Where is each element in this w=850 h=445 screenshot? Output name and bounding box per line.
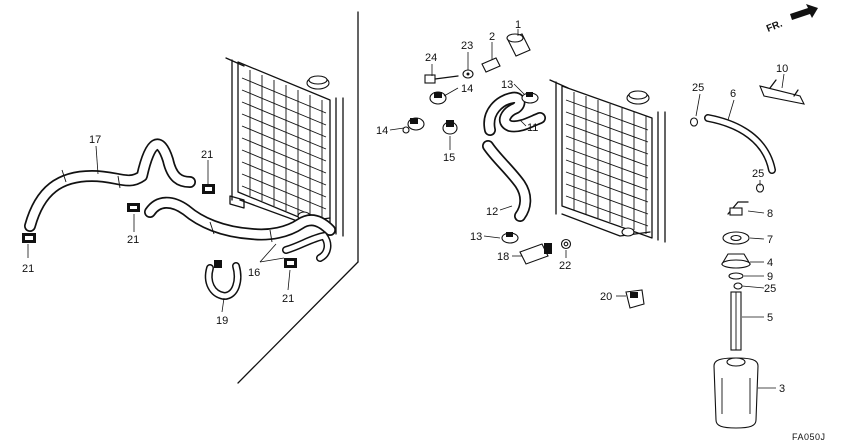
tube-5 [730, 291, 742, 351]
callout-labels: 1 2 23 24 13 14 14 15 11 12 13 18 22 20 … [22, 18, 826, 442]
callout-22: 22 [559, 260, 571, 272]
hose-16-small [282, 231, 332, 262]
clamp-15 [442, 120, 458, 135]
clamp-13-b [501, 232, 519, 244]
front-direction-arrow-icon [790, 4, 818, 20]
clamp-21-a [22, 233, 36, 243]
part-1 [506, 33, 531, 57]
part-2 [481, 57, 501, 73]
leader-lines [27, 29, 785, 389]
callout-12: 12 [486, 206, 498, 218]
reservoir-tank-3 [713, 357, 759, 429]
callout-7: 7 [767, 234, 773, 246]
callout-25-a: 25 [692, 82, 704, 94]
callout-25-c: 25 [764, 283, 776, 295]
callout-20: 20 [600, 291, 612, 303]
callout-1: 1 [515, 19, 521, 31]
clamp-14-b [402, 117, 425, 134]
callout-8: 8 [767, 208, 773, 220]
cap-4 [721, 253, 751, 269]
callout-25-b: 25 [752, 168, 764, 180]
callout-21-d: 21 [282, 293, 294, 305]
callout-15: 15 [443, 152, 455, 164]
callout-21-c: 21 [201, 149, 213, 161]
washer-23 [462, 69, 474, 79]
callout-13-a: 13 [501, 79, 513, 91]
callout-10: 10 [776, 63, 788, 75]
clip-25-c [733, 282, 743, 290]
callout-16: 16 [248, 267, 260, 279]
holder-20 [625, 289, 645, 309]
hose-12 [482, 140, 532, 222]
clamp-13-a [521, 92, 539, 104]
callout-9: 9 [767, 271, 773, 283]
callout-23: 23 [461, 40, 473, 52]
pipe-8 [727, 201, 749, 216]
callout-5: 5 [767, 312, 773, 324]
callout-18: 18 [497, 251, 509, 263]
callout-14-b: 14 [376, 125, 388, 137]
callout-13-b: 13 [470, 231, 482, 243]
hose-17 [24, 138, 196, 232]
callout-19: 19 [216, 315, 228, 327]
callout-14-a: 14 [461, 83, 473, 95]
callout-6: 6 [730, 88, 736, 100]
callout-24: 24 [425, 52, 437, 64]
clamp-21-d [284, 258, 297, 268]
clamp-21-c [202, 184, 215, 194]
gasket-7 [722, 231, 750, 245]
callout-3: 3 [779, 383, 785, 395]
callout-4: 4 [767, 257, 773, 269]
thermo-switch-18 [519, 243, 552, 265]
bolt-24 [424, 74, 459, 84]
callout-2: 2 [489, 31, 495, 43]
hose-16 [144, 196, 336, 243]
clip-25-a [689, 117, 699, 127]
front-direction-label: FR. [765, 18, 784, 34]
clamp-14-a [429, 91, 447, 105]
band-19 [204, 260, 242, 301]
radiator-right [549, 79, 666, 243]
bracket-10 [759, 79, 805, 105]
washer-22 [560, 238, 572, 250]
clamp-21-b [127, 203, 140, 212]
callout-21-b: 21 [127, 234, 139, 246]
seal-9 [728, 272, 744, 280]
radiator-left [225, 57, 344, 237]
overflow-tube-6 [704, 114, 776, 174]
panel-divider-diagonal [237, 261, 359, 384]
callout-17: 17 [89, 134, 101, 146]
callout-11: 11 [527, 122, 538, 134]
drawing-code: FA050J [792, 432, 826, 442]
hose-11 [483, 91, 546, 136]
callout-21-a: 21 [22, 263, 34, 275]
